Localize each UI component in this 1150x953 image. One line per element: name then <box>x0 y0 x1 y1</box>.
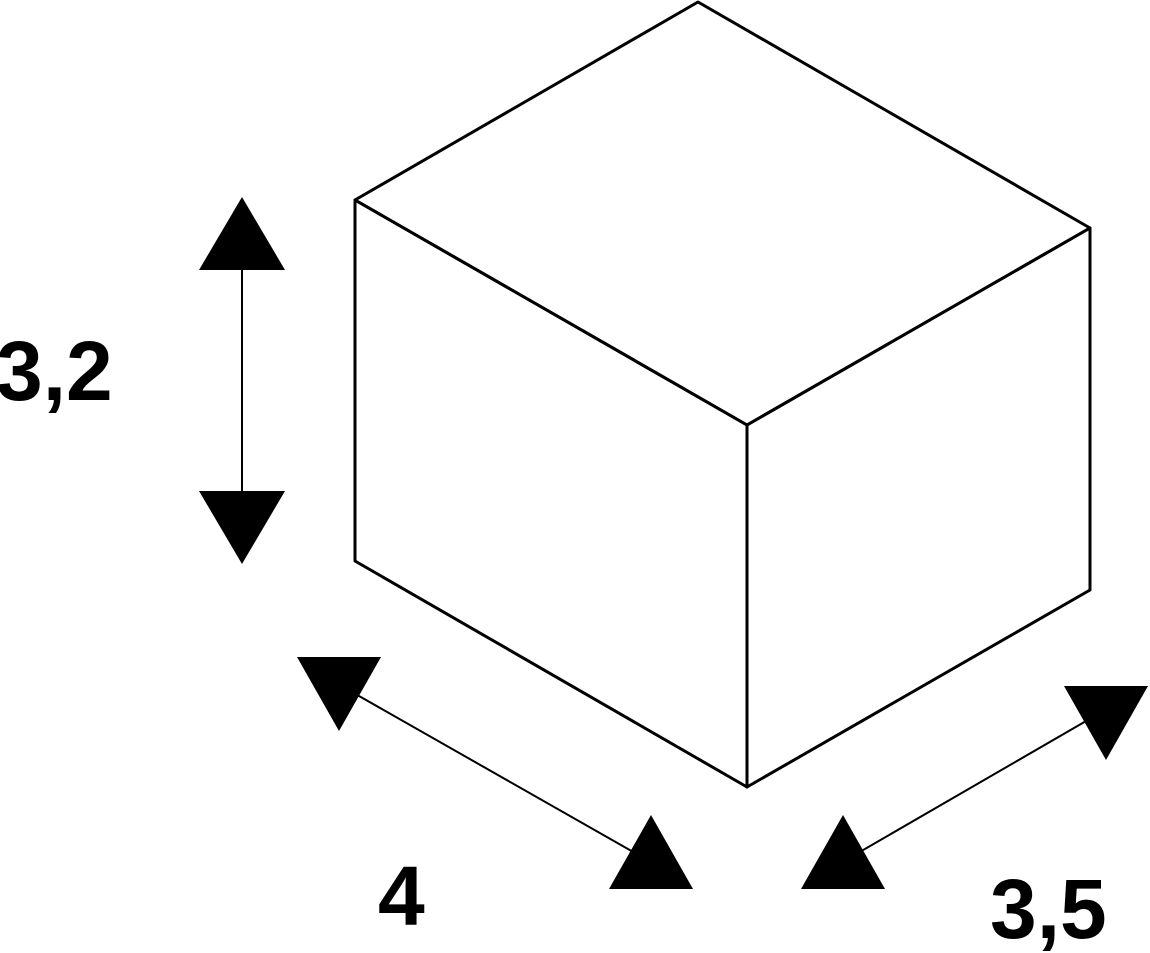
width-arrow-end-icon <box>609 815 693 889</box>
width-dimension: 4 <box>297 657 693 943</box>
width-dimension-line <box>351 691 636 854</box>
width-label: 4 <box>378 849 425 943</box>
box-top-face <box>353 0 1092 427</box>
depth-arrow-end-icon <box>1064 686 1148 760</box>
depth-dimension: 3,5 <box>801 686 1148 953</box>
box-front-face <box>353 198 749 789</box>
height-dimension: 3,2 <box>0 197 285 564</box>
depth-label: 3,5 <box>990 862 1107 953</box>
height-label: 3,2 <box>0 324 113 418</box>
box-outline <box>353 0 1092 789</box>
depth-arrow-start-icon <box>801 815 885 889</box>
box-side-face <box>745 226 1092 789</box>
height-arrow-up-icon <box>199 197 285 270</box>
width-arrow-start-icon <box>297 657 381 731</box>
depth-dimension-line <box>857 716 1094 854</box>
height-arrow-down-icon <box>199 491 285 564</box>
